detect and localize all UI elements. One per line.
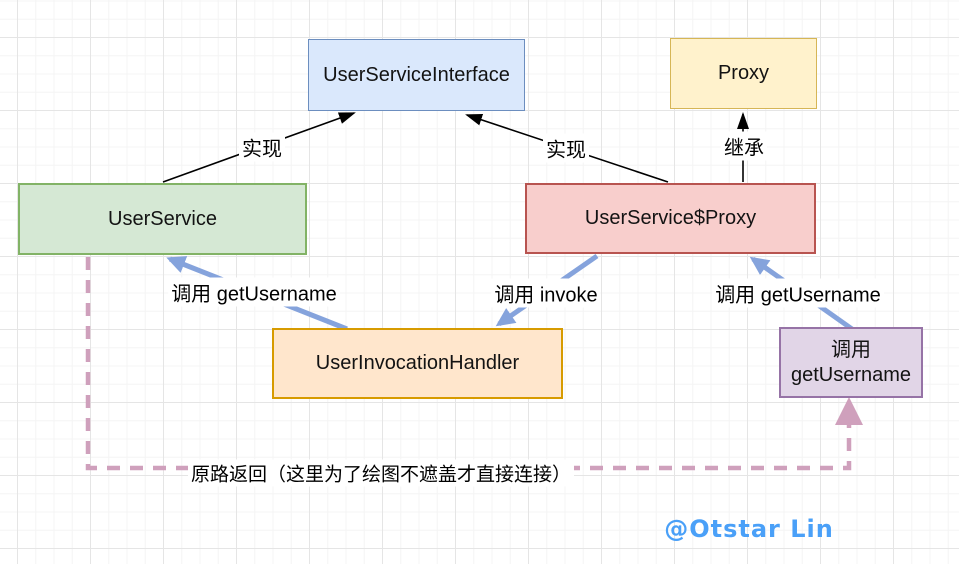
node-user-service-proxy-label: UserService$Proxy — [584, 207, 757, 229]
node-proxy: Proxy — [670, 38, 817, 109]
node-user-service-interface-label: UserServiceInterface — [323, 63, 510, 86]
node-call-get-username-label: 调用 getUsername — [790, 338, 912, 386]
label-implements-left: 实现 — [239, 132, 285, 162]
label-return-path: 原路返回（这里为了绘图不遮盖才直接连接） — [187, 459, 575, 487]
label-call-get-username-left: 调用 getUsername — [168, 277, 340, 307]
label-call-invoke: 调用 invoke — [491, 278, 601, 308]
node-call-get-username: 调用 getUsername — [779, 327, 923, 398]
node-user-service-proxy: UserService$Proxy — [525, 183, 816, 254]
node-user-invocation-handler-label: UserInvocationHandler — [315, 352, 520, 374]
node-user-service: UserService — [18, 183, 307, 255]
node-user-service-label: UserService — [108, 207, 217, 230]
node-user-invocation-handler: UserInvocationHandler — [272, 328, 563, 399]
label-implements-right: 实现 — [543, 133, 589, 163]
node-proxy-label: Proxy — [717, 62, 770, 84]
label-extends: 继承 — [721, 131, 767, 161]
node-user-service-interface: UserServiceInterface — [308, 39, 525, 111]
label-call-get-username-right: 调用 getUsername — [712, 278, 884, 308]
signature-text: @Otstar Lin — [664, 515, 834, 543]
